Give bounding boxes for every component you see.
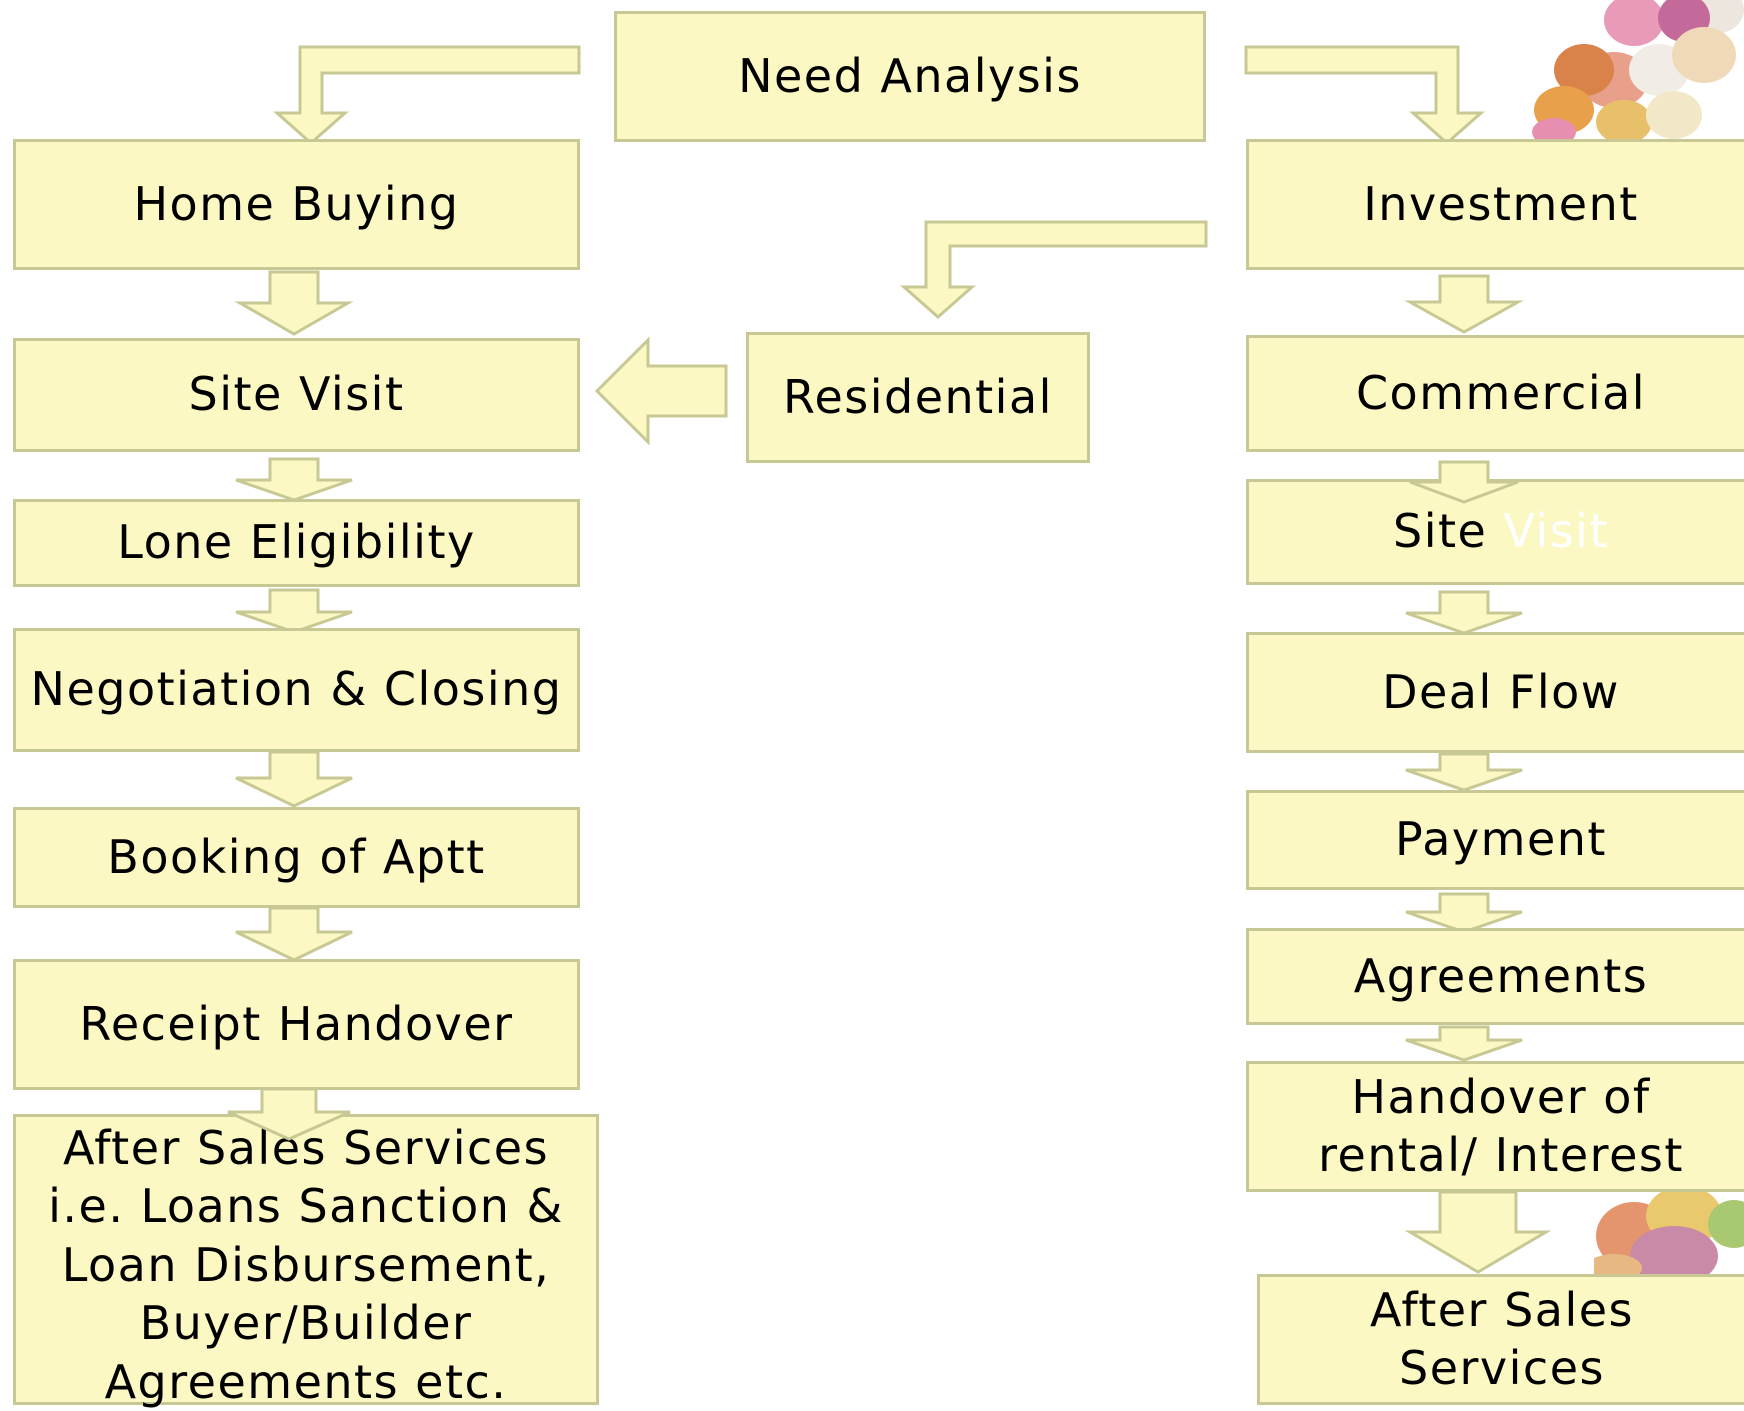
easter-eggs-top-right-image — [1532, 0, 1744, 140]
negotiation-closing-box: Negotiation & Closing — [13, 628, 580, 752]
investment-box: Investment — [1246, 139, 1744, 270]
residential-box: Residential — [746, 332, 1090, 463]
commercial-box: Commercial — [1246, 335, 1744, 452]
payment-box: Payment — [1246, 790, 1744, 890]
arrow-down-2 — [235, 457, 353, 502]
arrow-down-r4 — [1405, 752, 1523, 792]
right-site-visit-box: Site Visit — [1246, 479, 1744, 585]
lone-eligibility-box: Lone Eligibility — [13, 499, 580, 587]
arrow-need-to-home — [273, 45, 581, 146]
arrow-down-1 — [234, 270, 354, 336]
right-site-visit-label: Site — [1393, 504, 1488, 559]
arrow-need-to-investment — [1244, 45, 1485, 146]
home-buying-box: Home Buying — [13, 139, 580, 270]
left-after-sales-box: After Sales Services i.e. Loans Sanction… — [13, 1114, 599, 1409]
deal-flow-box: Deal Flow — [1246, 632, 1744, 753]
arrow-down-5 — [235, 906, 353, 962]
arrow-investment-to-residential — [900, 220, 1208, 320]
arrow-down-3 — [235, 588, 353, 634]
booking-of-aptt-box: Booking of Aptt — [13, 807, 580, 908]
arrow-down-r1 — [1404, 274, 1524, 334]
arrow-down-r5 — [1405, 892, 1523, 934]
receipt-handover-box: Receipt Handover — [13, 959, 580, 1090]
handover-rental-box: Handover of rental/ Interest — [1246, 1061, 1744, 1192]
arrow-down-4 — [235, 750, 353, 808]
arrow-down-r7 — [1404, 1190, 1552, 1274]
arrow-down-r3 — [1405, 590, 1523, 635]
need-analysis-box: Need Analysis — [614, 11, 1206, 142]
left-site-visit-box: Site Visit — [13, 338, 580, 452]
arrow-residential-to-sitevisit — [594, 336, 728, 446]
right-after-sales-box: After Sales Services — [1257, 1274, 1744, 1405]
agreements-box: Agreements — [1246, 928, 1744, 1025]
easter-eggs-bottom-right-image — [1594, 1186, 1744, 1276]
right-site-visit-hidden-label: Visit — [1503, 504, 1609, 559]
arrow-down-r6 — [1405, 1025, 1523, 1062]
